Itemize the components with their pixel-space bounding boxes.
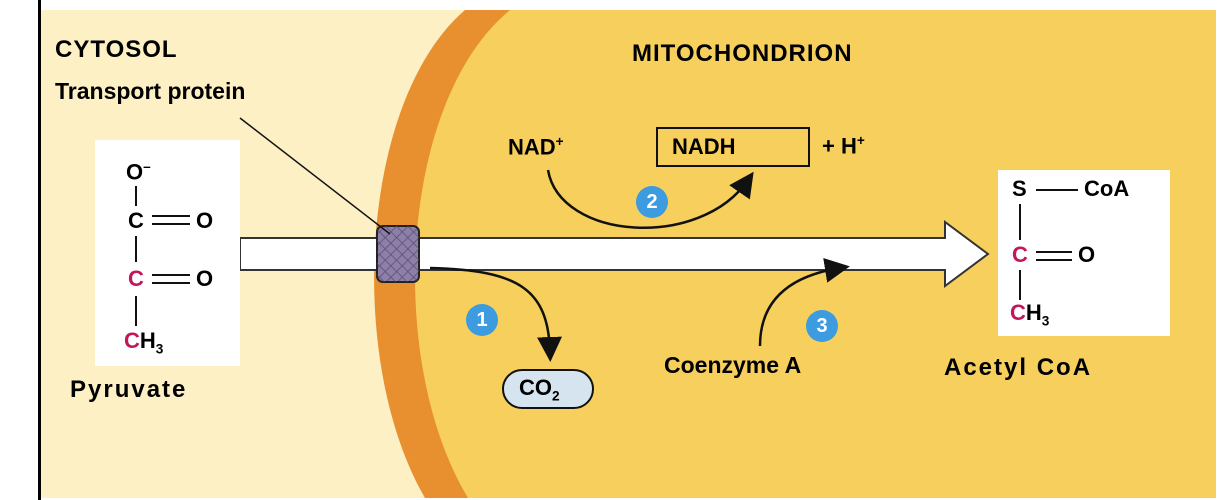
acetyl-ch3-subscript: 3 [1041,313,1050,329]
arrow-nad-to-nadh [546,169,754,229]
pyruvate-label: Pyruvate [70,376,188,403]
h-plus-text: + H [822,133,857,159]
arrow-coenzyme-a [758,258,850,347]
acetyl-coa-group: CoA [1084,176,1130,201]
transport-protein-leader [239,117,391,235]
co2-text: CO [519,375,552,400]
transport-protein-crosshatch [377,226,419,282]
acetyl-c1: C [1012,242,1028,267]
acetyl-s: S [1012,176,1027,201]
pyruvate-o2: O [196,266,214,291]
frame-left-border [38,0,41,500]
nad-label: NAD+ [508,135,564,158]
cytosol-label: CYTOSOL [55,36,178,63]
pyruvate-o-minus-charge: – [143,159,151,174]
acetyl-coa-label: Acetyl CoA [944,354,1093,381]
main-flow-arrow [239,220,990,288]
pyruvate-c2: C [128,266,144,291]
h-plus-charge: + [856,133,865,148]
nad-charge: + [555,134,564,149]
nadh-box [656,127,810,167]
pyruvate-ch3: CH3 [124,330,163,356]
pyruvate-o-minus-text: O [126,159,144,185]
pyruvate-ch3-subscript: 3 [155,341,164,357]
acetyl-ch3-hydrogen: H [1025,300,1042,325]
co2-label: CO2 [519,377,560,403]
arrow-to-co2 [429,266,563,362]
co2-pill [502,369,594,409]
acetyl-o1: O [1078,242,1096,267]
pyruvate-c1: C [128,208,144,233]
pyruvate-o1: O [196,208,214,233]
step-3-badge: 3 [806,310,838,342]
nadh-label: NADH [672,134,736,159]
co2-subscript: 2 [552,388,560,404]
pyruvate-o-minus: O– [126,160,151,183]
pyruvate-ch3-hydrogen: H [139,328,156,353]
pyruvate-ch3-carbon: C [124,328,140,353]
acetyl-ch3-carbon: C [1010,300,1026,325]
step-1-badge: 1 [466,304,498,336]
h-plus-label: + H+ [822,134,865,157]
acetyl-ch3: CH3 [1010,302,1049,328]
mitochondrion-label: MITOCHONDRION [632,40,853,67]
transport-protein-label: Transport protein [55,78,246,104]
acetyl-coa-box [998,170,1170,336]
step-2-badge: 2 [636,186,668,218]
pyruvate-box [95,140,240,366]
nad-text: NAD [508,134,556,160]
coenzyme-a-label: Coenzyme A [664,352,802,378]
